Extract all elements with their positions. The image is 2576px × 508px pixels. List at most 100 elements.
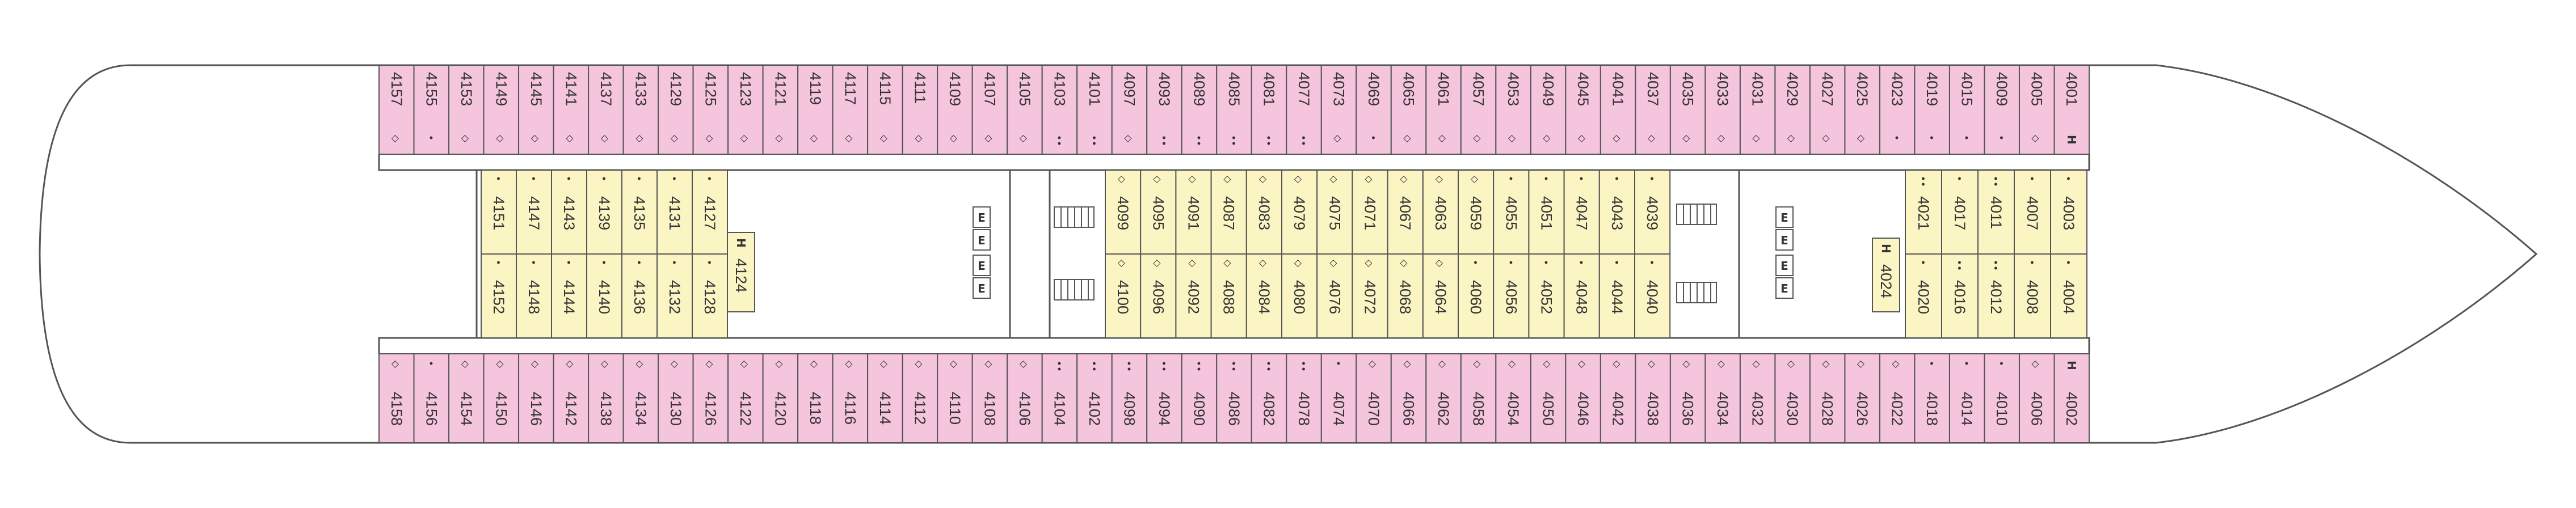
cabin[interactable]: 4088◇ — [1210, 253, 1247, 338]
cabin[interactable]: 4108◇ — [971, 353, 1008, 443]
cabin[interactable]: 4121◇ — [762, 65, 799, 155]
cabin[interactable]: 4021•• — [1905, 170, 1942, 255]
cabin[interactable]: 4028◇ — [1809, 353, 1846, 443]
cabin[interactable]: 4022◇ — [1879, 353, 1916, 443]
cabin[interactable]: 4110◇ — [937, 353, 973, 443]
cabin[interactable]: 4003• — [2050, 170, 2087, 255]
cabin[interactable]: 4107◇ — [971, 65, 1008, 155]
cabin[interactable]: 4114◇ — [867, 353, 903, 443]
cabin[interactable]: 4153◇ — [448, 65, 485, 155]
cabin[interactable]: 4077•• — [1286, 65, 1322, 155]
cabin[interactable]: 4080◇ — [1281, 253, 1318, 338]
cabin[interactable]: 4008• — [2014, 253, 2051, 338]
cabin[interactable]: 4069• — [1356, 65, 1392, 155]
cabin[interactable]: 4149◇ — [483, 65, 520, 155]
cabin[interactable]: 4138◇ — [588, 353, 624, 443]
cabin[interactable]: 4100◇ — [1105, 253, 1142, 338]
cabin[interactable]: 4086•• — [1216, 353, 1252, 443]
cabin[interactable]: 4127• — [692, 170, 728, 255]
cabin[interactable]: 4015• — [1948, 65, 1985, 155]
cabin[interactable]: 4075◇ — [1316, 170, 1353, 255]
cabin[interactable]: 4083◇ — [1245, 170, 1283, 255]
cabin[interactable]: 4068◇ — [1387, 253, 1424, 338]
cabin[interactable]: 4157◇ — [378, 65, 415, 155]
cabin[interactable]: 4133◇ — [622, 65, 659, 155]
cabin[interactable]: 4060• — [1458, 253, 1495, 338]
cabin[interactable]: 4078•• — [1286, 353, 1322, 443]
cabin[interactable]: 4118◇ — [797, 353, 834, 443]
cabin[interactable]: 4150◇ — [483, 353, 520, 443]
cabin[interactable]: 4005◇ — [2018, 65, 2055, 155]
cabin[interactable]: 4033◇ — [1704, 65, 1741, 155]
cabin[interactable]: 4054◇ — [1495, 353, 1531, 443]
cabin[interactable]: 4038◇ — [1635, 353, 1671, 443]
cabin[interactable]: 4061◇ — [1425, 65, 1462, 155]
cabin[interactable]: 4027◇ — [1809, 65, 1846, 155]
cabin[interactable]: 4064◇ — [1422, 253, 1459, 338]
cabin[interactable]: 4004• — [2050, 253, 2087, 338]
cabin[interactable]: 4137◇ — [588, 65, 624, 155]
cabin[interactable]: 4079◇ — [1281, 170, 1318, 255]
cabin[interactable]: 4010• — [1984, 353, 2020, 443]
cabin[interactable]: 4115◇ — [867, 65, 903, 155]
cabin[interactable]: 4143• — [551, 170, 587, 255]
cabin[interactable]: 4031◇ — [1739, 65, 1776, 155]
cabin[interactable]: 4103•• — [1041, 65, 1078, 155]
cabin[interactable]: 4152• — [481, 253, 517, 338]
cabin[interactable]: 4099◇ — [1105, 170, 1142, 255]
cabin[interactable]: 4158◇ — [378, 353, 415, 443]
cabin[interactable]: 4052• — [1528, 253, 1565, 338]
cabin[interactable]: 4122◇ — [727, 353, 764, 443]
cabin[interactable]: 4073◇ — [1320, 65, 1357, 155]
cabin[interactable]: 4071◇ — [1352, 170, 1388, 255]
cabin[interactable]: 4087◇ — [1210, 170, 1247, 255]
cabin[interactable]: 4144• — [551, 253, 587, 338]
cabin[interactable]: 4030◇ — [1774, 353, 1811, 443]
cabin[interactable]: 4034◇ — [1704, 353, 1741, 443]
cabin[interactable]: 4081•• — [1251, 65, 1287, 155]
cabin[interactable]: 4051• — [1528, 170, 1565, 255]
cabin[interactable]: 4070◇ — [1356, 353, 1392, 443]
cabin[interactable]: 4056• — [1493, 253, 1530, 338]
cabin[interactable]: 4045◇ — [1565, 65, 1601, 155]
cabin[interactable]: 4093•• — [1146, 65, 1182, 155]
cabin[interactable]: 4019• — [1914, 65, 1950, 155]
cabin[interactable]: 4029◇ — [1774, 65, 1811, 155]
cabin[interactable]: 4116◇ — [832, 353, 869, 443]
cabin[interactable]: 4040• — [1634, 253, 1671, 338]
cabin[interactable]: 4136• — [621, 253, 658, 338]
cabin[interactable]: 4066◇ — [1390, 353, 1427, 443]
cabin[interactable]: 4154◇ — [448, 353, 485, 443]
cabin[interactable]: 4105◇ — [1007, 65, 1043, 155]
cabin[interactable]: 4059◇ — [1458, 170, 1495, 255]
cabin[interactable]: 4042◇ — [1600, 353, 1636, 443]
cabin[interactable]: 4074• — [1320, 353, 1357, 443]
cabin[interactable]: 4096◇ — [1140, 253, 1177, 338]
cabin[interactable]: 4063◇ — [1422, 170, 1459, 255]
cabin[interactable]: 4111◇ — [902, 65, 938, 155]
cabin[interactable]: 4104•• — [1041, 353, 1078, 443]
cabin[interactable]: 4018• — [1914, 353, 1950, 443]
cabin[interactable]: 4129◇ — [658, 65, 694, 155]
cabin[interactable]: 4125◇ — [692, 65, 729, 155]
cabin[interactable]: 4076◇ — [1316, 253, 1353, 338]
cabin[interactable]: 4037◇ — [1635, 65, 1671, 155]
cabin[interactable]: 4026◇ — [1844, 353, 1880, 443]
cabin[interactable]: 4140• — [586, 253, 622, 338]
cabin[interactable]: 4102•• — [1076, 353, 1113, 443]
cabin[interactable]: 4142◇ — [553, 353, 590, 443]
cabin[interactable]: 4123◇ — [727, 65, 764, 155]
cabin[interactable]: 4082•• — [1251, 353, 1287, 443]
cabin[interactable]: 4092◇ — [1175, 253, 1212, 338]
cabin[interactable]: 4134◇ — [622, 353, 659, 443]
cabin[interactable]: 4141◇ — [553, 65, 590, 155]
cabin[interactable]: 4050◇ — [1530, 353, 1567, 443]
cabin[interactable]: 4058◇ — [1460, 353, 1497, 443]
cabin[interactable]: 4011•• — [1977, 170, 2015, 255]
cabin[interactable]: 4085•• — [1216, 65, 1252, 155]
cabin[interactable]: 4065◇ — [1390, 65, 1427, 155]
